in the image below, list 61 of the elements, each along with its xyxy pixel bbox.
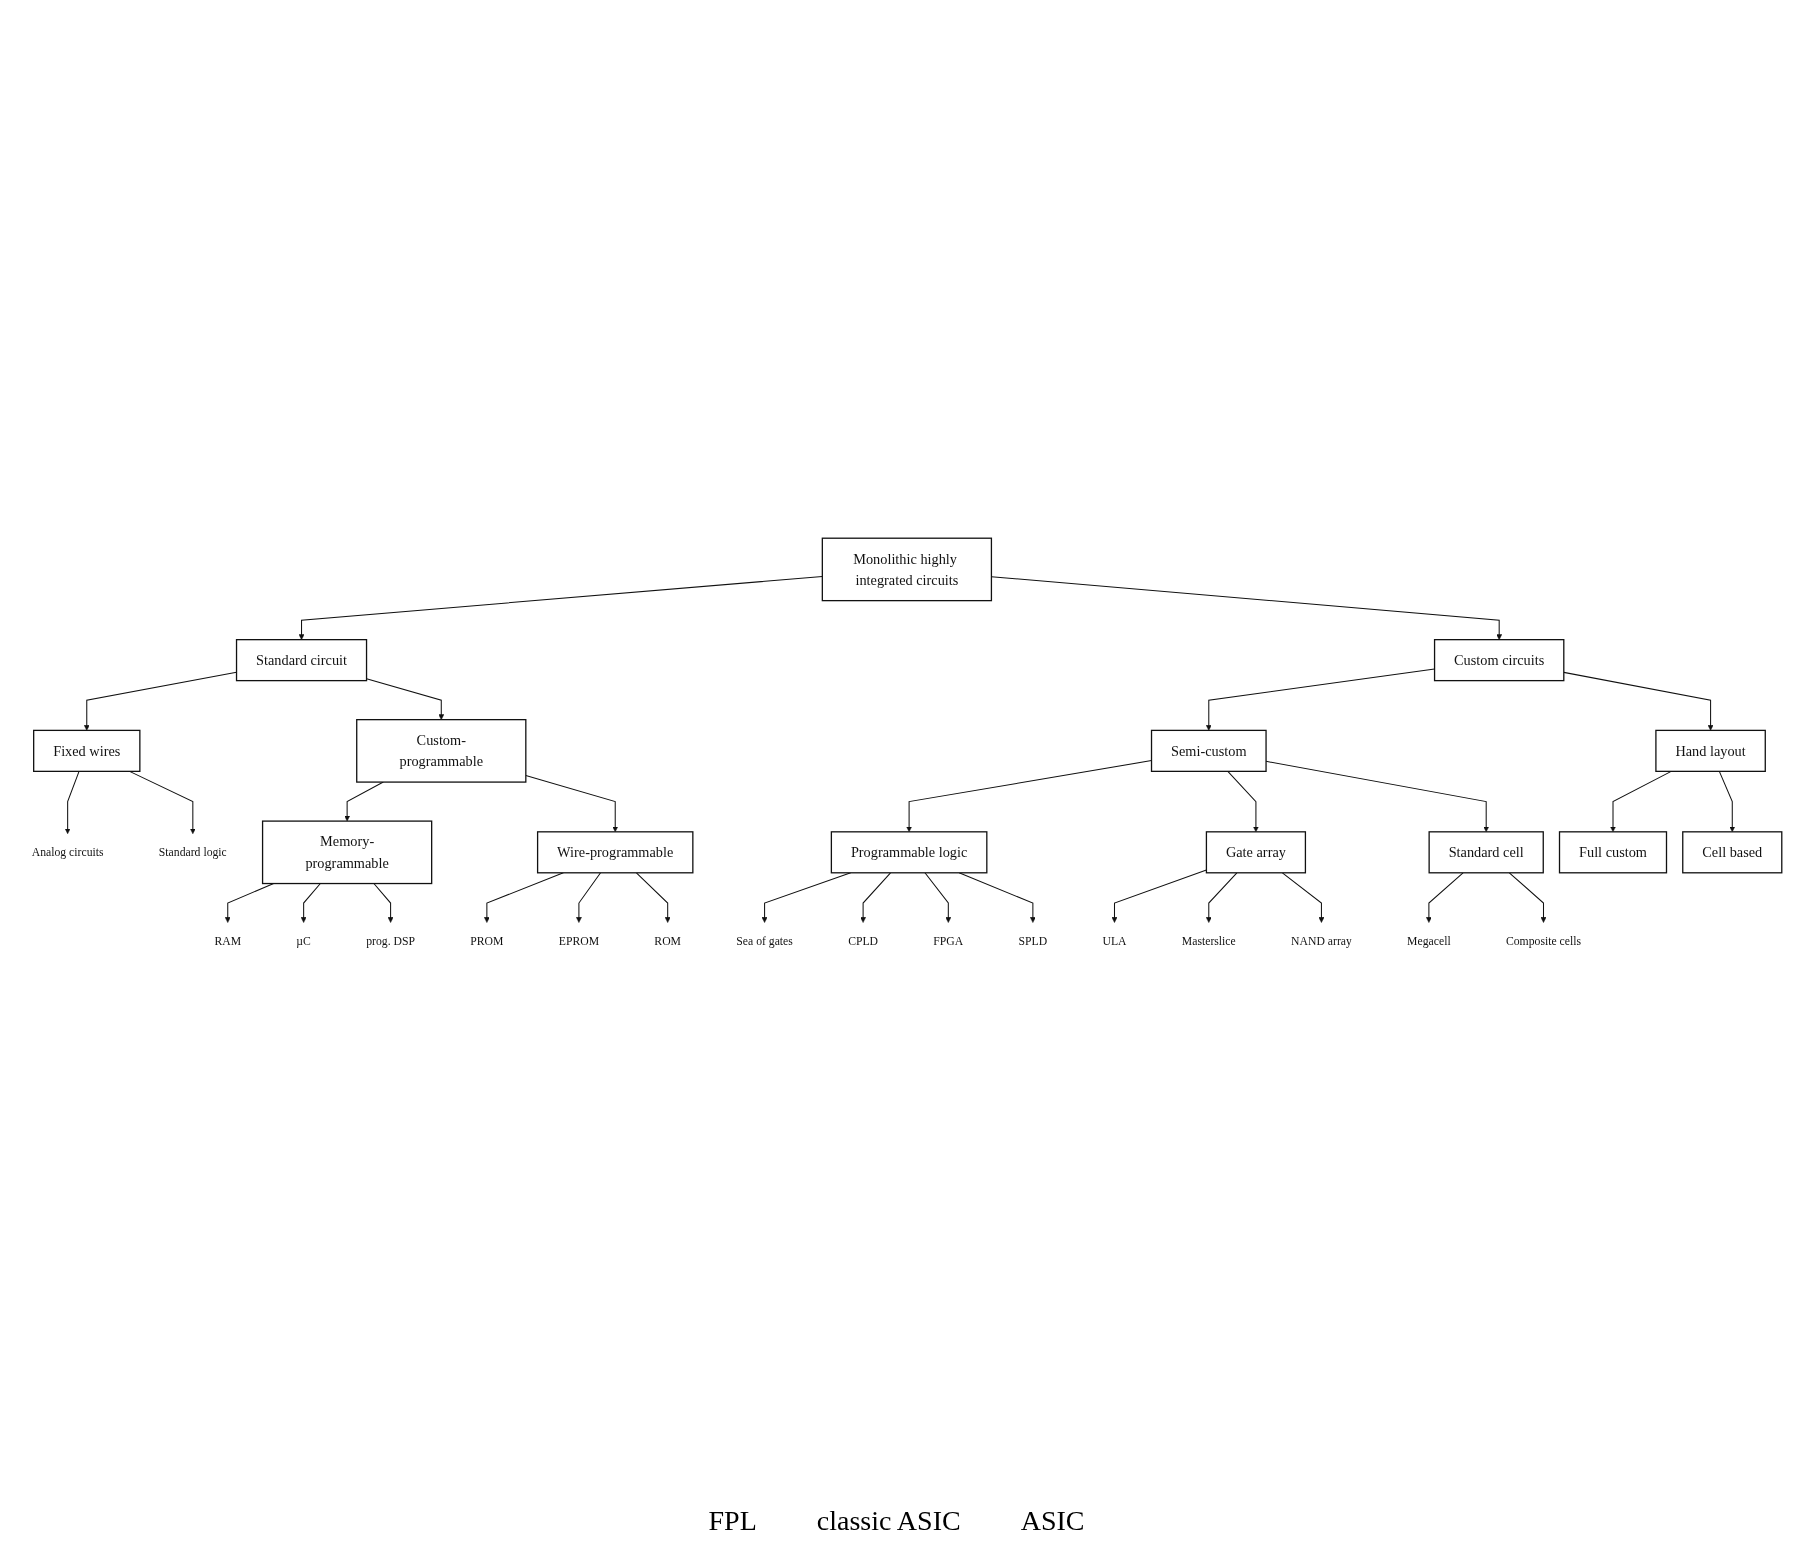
arrow	[761, 871, 851, 923]
node-text: Composite cells	[1505, 933, 1581, 947]
node-box: Custom circuits	[1433, 638, 1564, 681]
arrow	[923, 871, 951, 923]
node-text: EPROM	[558, 933, 599, 947]
node-text: ROM	[653, 933, 681, 947]
node-box: Standard circuit	[235, 638, 367, 681]
arrow	[1508, 871, 1546, 923]
arrow	[1226, 770, 1259, 832]
node-text: Sea of gates	[735, 933, 793, 947]
note-label: ASIC	[1020, 1505, 1085, 1537]
arrow	[958, 871, 1036, 923]
arrow	[343, 781, 384, 821]
arrow	[1425, 871, 1464, 923]
node-text: PROM	[469, 933, 503, 947]
arrow	[1718, 770, 1735, 832]
node-text: Masterslice	[1181, 933, 1236, 947]
node-text: µC	[295, 933, 311, 947]
node-box: Custom-programmable	[355, 718, 526, 783]
node-box: Full custom	[1558, 830, 1667, 874]
arrow	[1609, 770, 1672, 832]
arrow	[83, 671, 237, 731]
node-text: Standard logic	[158, 845, 227, 859]
node-box: Gate array	[1205, 830, 1306, 874]
arrow	[575, 871, 601, 923]
node-text: ULA	[1101, 933, 1127, 947]
node-text: RAM	[213, 933, 241, 947]
node-box: Cell based	[1681, 830, 1782, 874]
arrow	[64, 770, 80, 834]
node-box: Fixed wires	[32, 729, 140, 772]
arrow	[859, 871, 891, 923]
arrow	[1265, 760, 1489, 832]
node-box: Monolithic highly integrated circuits	[821, 537, 992, 601]
arrow	[1205, 668, 1435, 731]
arrow	[372, 882, 393, 923]
node-text: CPLD	[847, 933, 878, 947]
node-text: Analog circuits	[31, 845, 104, 859]
arrow	[365, 677, 444, 720]
arrow	[1281, 871, 1324, 923]
node-box: Standard cell	[1428, 830, 1544, 874]
arrow	[990, 575, 1502, 640]
note-label: FPL	[708, 1505, 757, 1537]
note-label: classic ASIC	[816, 1505, 961, 1537]
node-text: NAND array	[1290, 933, 1352, 947]
node-text: prog. DSP	[365, 933, 415, 947]
node-text: SPLD	[1018, 933, 1047, 947]
arrow	[300, 882, 321, 923]
node-box: Hand layout	[1654, 729, 1766, 772]
arrow	[905, 759, 1152, 832]
node-box: Semi-custom	[1150, 729, 1267, 772]
node-text: FPGA	[932, 933, 963, 947]
arrow	[1111, 869, 1207, 923]
arrow	[128, 770, 196, 834]
node-box: Programmable logic	[830, 830, 987, 874]
arrow	[635, 871, 671, 923]
arrow	[1205, 871, 1237, 923]
arrow	[224, 882, 274, 923]
node-text: Megacell	[1406, 933, 1451, 947]
arrow	[483, 871, 564, 923]
node-box: Memory-programmable	[261, 820, 432, 884]
node-box: Wire-programmable	[536, 830, 693, 874]
